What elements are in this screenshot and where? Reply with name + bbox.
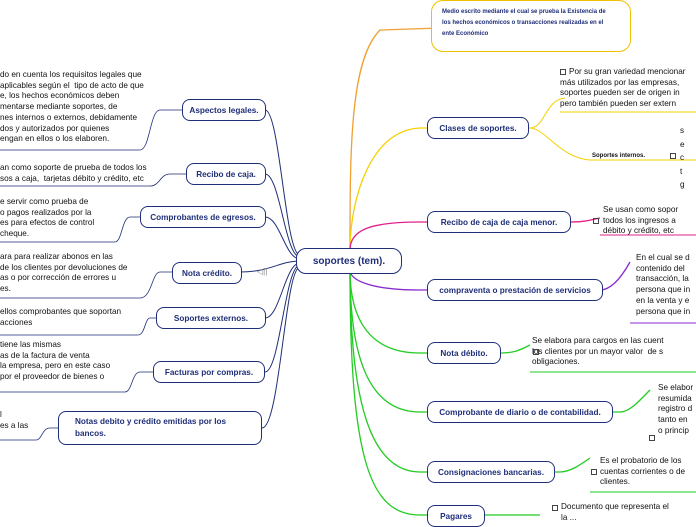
node-label: Nota crédito.	[181, 268, 233, 278]
checkbox-icon	[649, 435, 655, 441]
node-facturas-compras[interactable]: Facturas por compras.	[153, 361, 265, 383]
desc-text: Por su gran variedad mencionar más utili…	[560, 67, 686, 109]
desc-aspectos-legales: do en cuenta los requisitos legales que …	[0, 70, 144, 144]
desc-pagares: Documento que representa el la ...	[561, 502, 669, 523]
desc-text: s e c t g	[680, 126, 685, 189]
checkbox-icon	[593, 218, 599, 224]
desc-nota-debito: Se elabora para cargos en las cuent los …	[532, 336, 664, 368]
desc-clases-de-soportes: Por su gran variedad mencionar más utili…	[560, 67, 686, 110]
node-comprobantes-egresos[interactable]: Comprobantes de egresos.	[140, 206, 266, 228]
node-soportes-externos[interactable]: Soportes externos.	[156, 307, 266, 329]
desc-recibo-de-caja: an como soporte de prueba de todos los s…	[0, 163, 147, 183]
node-label: Pagares	[440, 511, 472, 521]
node-compraventa[interactable]: compraventa o prestación de servicios	[427, 279, 603, 301]
checkbox-icon	[670, 153, 676, 159]
node-label: Soportes externos.	[173, 313, 249, 323]
desc-text: Se elabora para cargos en las cuent los …	[532, 336, 664, 367]
node-label: Facturas por compras.	[164, 367, 254, 377]
node-pagares[interactable]: Pagares	[427, 505, 485, 527]
node-comprobante-diario[interactable]: Comprobante de diario o de contabilidad.	[427, 401, 613, 423]
node-label: Consignaciones bancarias.	[437, 467, 545, 477]
central-topic-label: soportes (tem).	[312, 255, 386, 267]
node-notas-debito-credito-bancos[interactable]: Notas debito y crédito emitidas por los …	[58, 411, 262, 445]
desc-soportes-externos: ellos comprobantes que soportan acciones	[0, 307, 122, 327]
desc-compraventa: En el cual se d contenido del transacció…	[636, 253, 691, 316]
node-label: Recibo de caja.	[196, 169, 256, 179]
desc-facturas-compras: tiene las mismas as de la factura de ven…	[0, 340, 111, 382]
node-nota-credito[interactable]: Nota crédito.	[172, 262, 242, 284]
checkbox-icon	[552, 505, 558, 511]
desc-text: Documento que representa el la ...	[561, 502, 669, 522]
node-label: Clases de soportes.	[439, 123, 517, 133]
node-label: compraventa o prestación de servicios	[439, 285, 591, 295]
desc-notas-debito-credito-bancos: l es a las	[0, 410, 29, 430]
checkbox-icon	[560, 69, 566, 75]
desc-nota-credito: ara para realizar abonos en las de los c…	[0, 252, 128, 294]
collapse-toggle-icon[interactable]: ◁||	[257, 267, 268, 276]
node-recibo-de-caja[interactable]: Recibo de caja.	[186, 163, 266, 185]
desc-text: Se usan como sopor todos los ingresos a …	[603, 205, 679, 236]
node-nota-debito[interactable]: Nota débito.	[427, 342, 501, 364]
node-label: Notas debito y crédito emitidas por los …	[75, 417, 227, 438]
desc-consignaciones-bancarias: Es el probatorio de los cuentas corrient…	[600, 456, 685, 488]
checkbox-icon	[533, 349, 539, 355]
sub-node-soportes-internos[interactable]: Soportes internos.	[592, 153, 646, 159]
node-aspectos-legales[interactable]: Aspectos legales.	[182, 99, 266, 121]
node-clases-de-soportes[interactable]: Clases de soportes.	[427, 117, 529, 139]
node-label: Nota débito.	[440, 348, 488, 358]
desc-soportes-internos: s e c t g	[680, 124, 685, 192]
desc-comprobantes-egresos: e servir como prueba de o pagos realizad…	[0, 197, 95, 239]
definition-box: Medio escrito mediante el cual se prueba…	[431, 0, 631, 52]
node-label: Aspectos legales.	[189, 105, 259, 115]
node-label: Recibo de caja de caja menor.	[440, 217, 558, 227]
desc-comprobante-diario: Se elabor resumida registro d tanto en o…	[658, 383, 694, 435]
node-label: Comprobante de diario o de contabilidad.	[439, 407, 601, 417]
node-recibo-caja-menor[interactable]: Recibo de caja de caja menor.	[427, 211, 571, 233]
central-topic[interactable]: soportes (tem).	[296, 248, 402, 274]
node-label: Comprobantes de egresos.	[150, 212, 256, 222]
desc-recibo-caja-menor-text: Se usan como sopor todos los ingresos a …	[603, 205, 678, 237]
node-consignaciones-bancarias[interactable]: Consignaciones bancarias.	[427, 461, 555, 483]
desc-text: Es el probatorio de los cuentas corrient…	[600, 456, 686, 487]
checkbox-icon	[591, 469, 597, 475]
